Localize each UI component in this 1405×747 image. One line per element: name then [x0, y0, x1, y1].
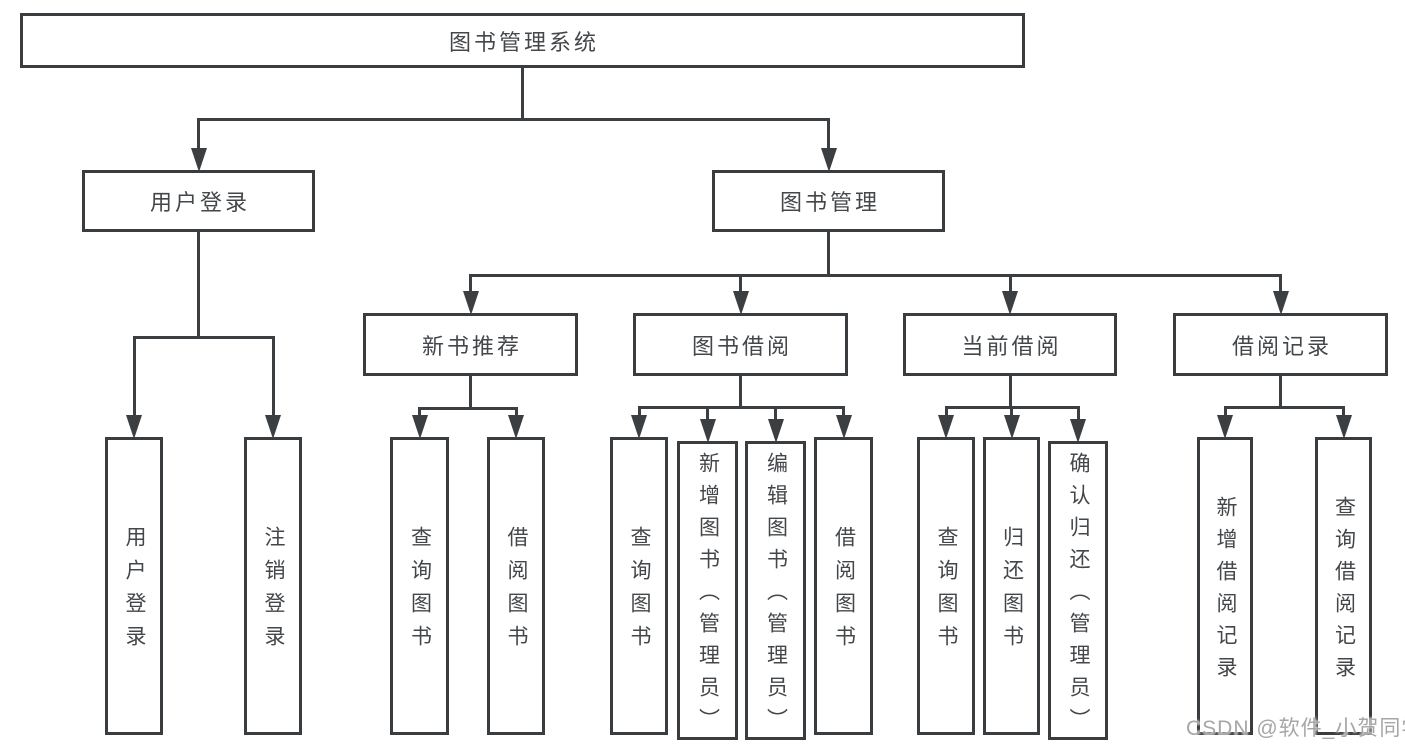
node-label-leaf-borrow-1: 借阅图书	[505, 526, 528, 658]
node-label-new-book-rec: 新书推荐	[421, 333, 522, 359]
connector-line	[271, 336, 275, 421]
node-leaf-return: 归还图书	[983, 437, 1040, 735]
connector-line	[1342, 406, 1345, 421]
arrowhead-icon	[190, 148, 207, 172]
connector-line	[842, 406, 845, 421]
connector-line	[706, 406, 709, 425]
watermark: CSDN @软件_小贺同学	[1186, 717, 1405, 740]
node-label-leaf-query-3: 查询图书	[935, 526, 958, 658]
node-leaf-query-3: 查询图书	[917, 437, 975, 735]
connector-line	[739, 274, 742, 297]
arrowhead-icon	[508, 415, 524, 439]
node-root: 图书管理系统	[20, 13, 1025, 68]
connector-line	[197, 118, 830, 121]
connector-line	[514, 407, 518, 421]
arrowhead-icon	[938, 415, 954, 439]
connector-line	[1010, 406, 1013, 421]
node-new-book-rec: 新书推荐	[363, 313, 578, 376]
node-borrow-records: 借阅记录	[1173, 313, 1388, 376]
connector-line	[1279, 374, 1282, 406]
node-label-leaf-query-2: 查询图书	[628, 526, 651, 658]
connector-line	[197, 230, 200, 336]
connector-line	[197, 118, 200, 154]
arrowhead-icon	[1070, 419, 1086, 443]
arrowhead-icon	[462, 291, 479, 315]
connector-line	[521, 66, 524, 118]
connector-line	[132, 336, 275, 339]
node-label-leaf-logout: 注销登录	[262, 526, 285, 658]
node-leaf-borrow-1: 借阅图书	[487, 437, 545, 735]
connector-line	[1279, 274, 1282, 297]
node-label-current-borrow: 当前借阅	[961, 333, 1062, 359]
node-leaf-confirm-ret: 确认归还（管理员）	[1048, 441, 1108, 740]
connector-line	[1223, 406, 1227, 421]
node-label-leaf-query-1: 查询图书	[408, 526, 432, 658]
node-label-leaf-return: 归还图书	[1000, 526, 1024, 658]
node-leaf-query-2: 查询图书	[610, 437, 668, 735]
arrowhead-icon	[411, 415, 428, 439]
node-label-leaf-borrow-2: 借阅图书	[832, 526, 856, 658]
arrowhead-icon	[1003, 415, 1020, 439]
connector-line	[132, 336, 136, 421]
arrowhead-icon	[1272, 291, 1289, 315]
connector-line	[739, 374, 742, 406]
node-label-leaf-add-book: 新增图书（管理员）	[696, 452, 720, 740]
arrowhead-icon	[1002, 291, 1018, 315]
arrowhead-icon	[631, 415, 647, 439]
connector-line	[418, 407, 421, 421]
node-leaf-query-record: 查询借阅记录	[1315, 437, 1372, 735]
node-label-book-borrow: 图书借阅	[691, 333, 792, 359]
node-label-leaf-edit-book: 编辑图书（管理员）	[764, 452, 788, 740]
node-leaf-add-record: 新增借阅记录	[1197, 437, 1253, 735]
node-label-root: 图书管理系统	[448, 29, 599, 55]
node-book-borrow: 图书借阅	[633, 313, 848, 376]
node-leaf-query-1: 查询图书	[390, 437, 449, 735]
connector-line	[418, 407, 518, 410]
arrowhead-icon	[1217, 415, 1233, 439]
arrowhead-icon	[126, 415, 142, 439]
arrowhead-icon	[265, 415, 281, 439]
connector-line	[1008, 374, 1012, 406]
connector-line	[944, 406, 948, 421]
node-leaf-user-login: 用户登录	[105, 437, 163, 735]
arrowhead-icon	[767, 419, 784, 443]
connector-line	[1076, 406, 1080, 425]
node-label-book-mgmt: 图书管理	[779, 190, 880, 215]
node-label-user-login: 用户登录	[149, 190, 250, 215]
arrowhead-icon	[699, 419, 716, 443]
arrowhead-icon	[1335, 415, 1352, 439]
connector-line	[469, 274, 472, 297]
node-current-borrow: 当前借阅	[903, 313, 1117, 376]
node-leaf-logout: 注销登录	[244, 437, 302, 735]
node-leaf-borrow-2: 借阅图书	[814, 437, 873, 735]
node-label-leaf-add-record: 新增借阅记录	[1214, 495, 1237, 688]
node-label-borrow-records: 借阅记录	[1231, 333, 1332, 359]
node-leaf-add-book: 新增图书（管理员）	[677, 441, 738, 740]
connector-line	[469, 374, 472, 407]
node-user-login: 用户登录	[82, 170, 315, 232]
node-book-mgmt: 图书管理	[712, 170, 945, 232]
node-label-leaf-confirm-ret: 确认归还（管理员）	[1067, 452, 1090, 740]
connector-line	[469, 274, 1282, 277]
connector-line	[774, 406, 777, 425]
connector-line	[637, 406, 641, 421]
arrowhead-icon	[732, 291, 749, 315]
connector-line	[1008, 274, 1012, 297]
node-leaf-edit-book: 编辑图书（管理员）	[745, 441, 806, 740]
arrowhead-icon	[820, 148, 837, 172]
connector-line	[827, 118, 830, 154]
arrowhead-icon	[835, 415, 852, 439]
node-label-leaf-query-record: 查询借阅记录	[1332, 495, 1356, 688]
connector-line	[637, 406, 845, 409]
connector-line	[827, 230, 830, 274]
node-label-leaf-user-login: 用户登录	[123, 526, 146, 658]
connector-line	[1223, 406, 1345, 409]
